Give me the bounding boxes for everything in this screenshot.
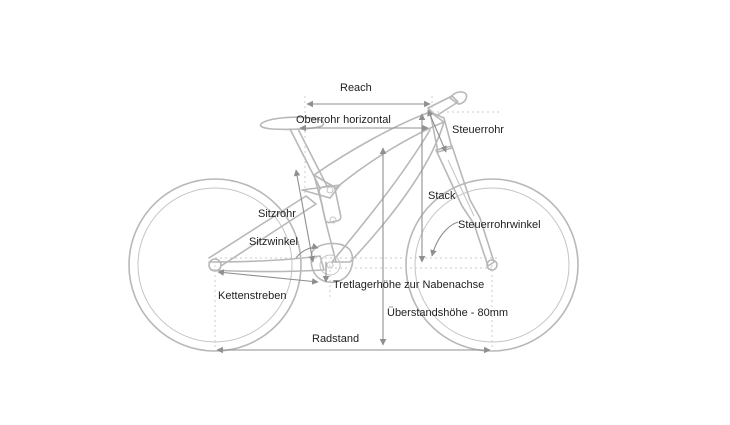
- handlebar: [449, 91, 468, 105]
- fork: [435, 145, 495, 267]
- label-wheelbase: Radstand: [312, 333, 359, 345]
- stem: [427, 95, 459, 117]
- label-reach: Reach: [340, 82, 372, 94]
- fork-stanchion: [447, 159, 475, 217]
- labels: Reach Oberrohr horizontal Steuerrohr Sta…: [218, 82, 541, 345]
- head-tube-dimension: [427, 109, 447, 153]
- label-stack: Stack: [428, 190, 456, 202]
- seat-tube-dimension: [293, 169, 316, 263]
- label-bb-height: Tretlagerhöhe zur Nabenachse: [333, 279, 484, 291]
- dimension-lines: [216, 100, 491, 354]
- motor-unit: [310, 242, 354, 283]
- label-head-angle: Steuerrohrwinkel: [458, 219, 541, 231]
- label-chainstays: Kettenstreben: [218, 290, 287, 302]
- label-seat-tube: Sitzrohr: [258, 208, 296, 220]
- label-head-tube: Steuerrohr: [452, 124, 504, 136]
- label-standover: Überstandshöhe - 80mm: [387, 307, 508, 319]
- chainstay-dimension: [217, 269, 319, 285]
- rear-shock: [318, 184, 342, 224]
- seat-angle-arc: [295, 242, 319, 259]
- label-seat-angle: Sitzwinkel: [249, 236, 298, 248]
- head-angle-arc: [430, 221, 459, 257]
- label-top-tube: Oberrohr horizontal: [296, 114, 391, 126]
- rocker-link: [301, 184, 341, 199]
